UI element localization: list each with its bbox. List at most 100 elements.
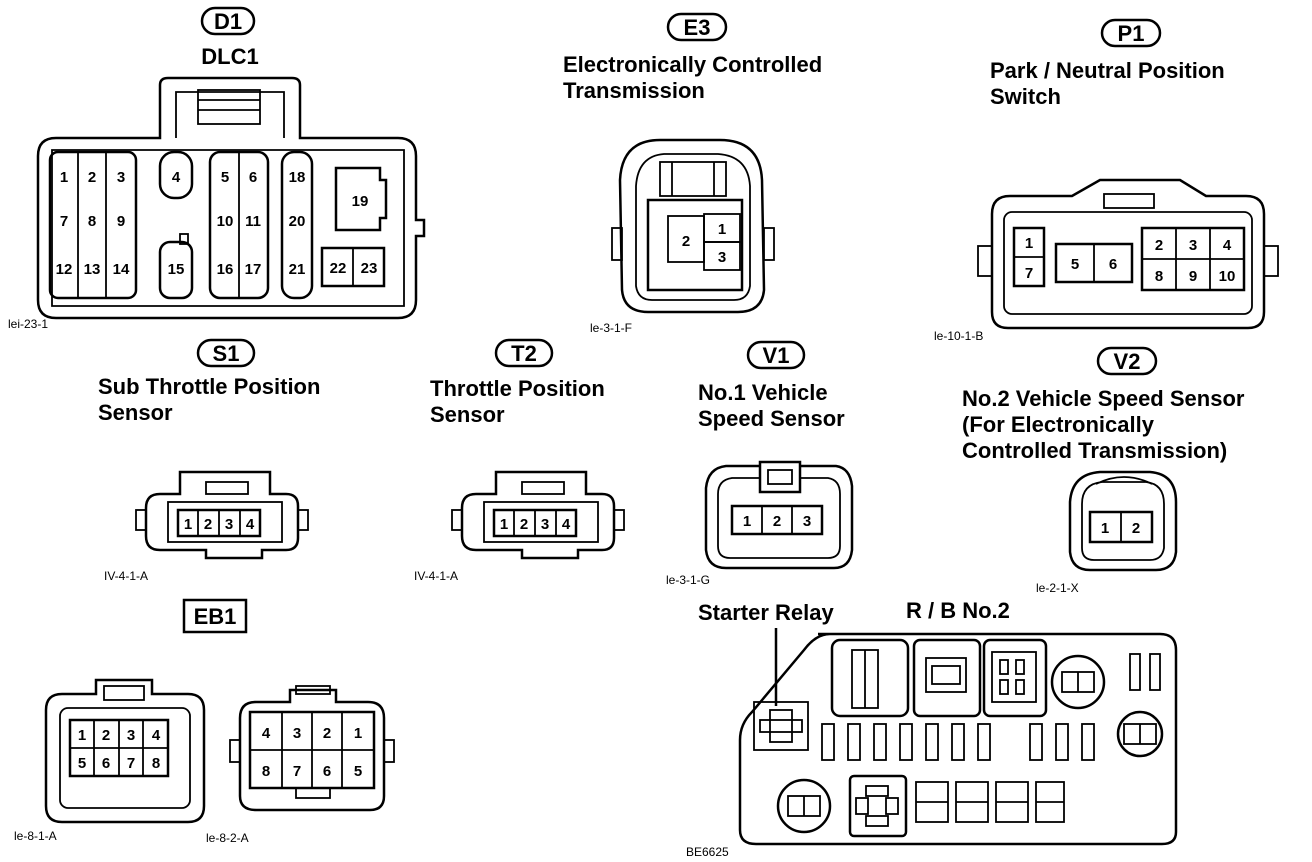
d1-pin: 18 (289, 169, 306, 186)
s1-housing (144, 470, 300, 560)
p1-pin: 3 (1189, 237, 1197, 254)
v2-housing (1068, 470, 1178, 572)
d1-pin: 8 (88, 213, 96, 230)
s1-pin: 4 (246, 516, 255, 533)
v1-code: le-3-1-G (666, 573, 710, 587)
d1-pin-19-cell (334, 166, 388, 232)
p1-pin: 5 (1071, 256, 1079, 273)
v1-pin: 1 (743, 513, 751, 530)
v2-tag: V2 (1114, 349, 1141, 374)
p1-name-line2: Switch (990, 84, 1061, 109)
e3-name-line1: Electronically Controlled (563, 52, 822, 77)
s1-name-line2: Sensor (98, 400, 173, 425)
p1-pin: 7 (1025, 265, 1033, 282)
d1-latch-grip (197, 89, 261, 125)
relay-block-title: R / B No.2 (906, 598, 1010, 623)
connector-d1: D1 DLC1 1 2 3 4 5 6 18 19 7 (8, 6, 426, 331)
eb1-left-pin: 4 (152, 727, 161, 744)
s1-tag-outline (196, 338, 256, 368)
t2-tag: T2 (511, 341, 537, 366)
connector-s1: S1 Sub Throttle Position Sensor 1 2 3 4 … (98, 338, 320, 583)
t2-pin: 1 (500, 516, 508, 533)
d1-pin: 21 (289, 261, 306, 278)
t2-pin: 3 (541, 516, 549, 533)
d1-inner-frame (51, 149, 405, 307)
d1-pin-block-c (280, 150, 314, 300)
e3-inner-frame (635, 153, 751, 301)
t2-tag-outline (494, 338, 554, 368)
eb1-left-pin: 2 (102, 727, 110, 744)
p1-code: le-10-1-B (934, 329, 983, 343)
eb1-left-pin: 8 (152, 755, 160, 772)
v2-name-line3: Controlled Transmission) (962, 438, 1227, 463)
e3-pin-face (646, 198, 744, 292)
p1-housing (990, 178, 1266, 330)
starter-relay-label: Starter Relay (698, 600, 835, 625)
eb1-left-pin: 7 (127, 755, 135, 772)
s1-pin: 2 (204, 516, 212, 533)
t2-name-line1: Throttle Position (430, 376, 605, 401)
p1-pin: 6 (1109, 256, 1117, 273)
d1-pin: 19 (352, 193, 369, 210)
t2-pin: 2 (520, 516, 528, 533)
d1-latch (175, 91, 285, 138)
eb1-right-housing (238, 688, 386, 812)
d1-code: lei-23-1 (8, 317, 48, 331)
d1-pin: 4 (172, 169, 181, 186)
p1-pin: 1 (1025, 235, 1033, 252)
e3-tag: E3 (684, 15, 711, 40)
d1-pin: 6 (249, 169, 257, 186)
v2-code: le-2-1-X (1036, 581, 1079, 595)
d1-pin: 11 (245, 213, 261, 230)
t2-code: IV-4-1-A (414, 569, 458, 583)
d1-pin: 10 (217, 213, 234, 230)
d1-pin: 1 (60, 169, 68, 186)
s1-tag: S1 (213, 341, 240, 366)
d1-pin: 23 (361, 260, 378, 277)
p1-tag: P1 (1118, 21, 1145, 46)
v2-pin: 1 (1101, 520, 1109, 537)
t2-name-line2: Sensor (430, 402, 505, 427)
t2-housing (460, 470, 616, 560)
e3-tag-outline (666, 12, 728, 42)
s1-code: IV-4-1-A (104, 569, 148, 583)
eb1-right-code: le-8-2-A (206, 831, 249, 845)
eb1-right-pin: 3 (293, 725, 301, 742)
e3-code: le-3-1-F (590, 321, 632, 335)
starter-relay-socket (753, 701, 809, 751)
d1-pin-block-a (48, 150, 138, 300)
relay-block-code: BE6625 (686, 845, 729, 859)
eb1-left-housing (44, 678, 206, 824)
d1-pin: 22 (330, 260, 347, 277)
connector-p1: P1 Park / Neutral Position Switch 1 7 5 … (934, 18, 1279, 343)
d1-pin: 20 (289, 213, 306, 230)
t2-pin: 4 (562, 516, 571, 533)
eb1-left-code: le-8-1-A (14, 829, 57, 843)
p1-pin: 2 (1155, 237, 1163, 254)
connector-v1: V1 No.1 Vehicle Speed Sensor 1 2 3 le-3-… (666, 340, 854, 587)
eb1-right-pin: 5 (354, 763, 362, 780)
p1-pin: 10 (1219, 268, 1236, 285)
eb1-right-pin: 7 (293, 763, 301, 780)
v2-name-line2: (For Electronically (962, 412, 1155, 437)
d1-pin-4-cell (158, 150, 194, 200)
e3-pin: 2 (682, 233, 690, 250)
p1-tag-outline (1100, 18, 1162, 48)
e3-pin: 1 (718, 221, 726, 238)
d1-pin: 2 (88, 169, 96, 186)
eb1-left-pin: 6 (102, 755, 110, 772)
e3-housing (618, 138, 766, 314)
eb1-tag: EB1 (194, 604, 237, 629)
connector-e3: E3 Electronically Controlled Transmissio… (563, 12, 822, 335)
p1-pin: 8 (1155, 268, 1163, 285)
d1-pin: 17 (245, 261, 262, 278)
d1-pin-15-cell (158, 240, 194, 300)
connector-t2: T2 Throttle Position Sensor 1 2 3 4 IV-4… (414, 338, 625, 583)
s1-pin: 3 (225, 516, 233, 533)
v2-tag-outline (1096, 346, 1158, 376)
eb1-left-pin: 5 (78, 755, 86, 772)
e3-name-line2: Transmission (563, 78, 705, 103)
v1-tag: V1 (763, 343, 790, 368)
eb1-right-pin: 2 (323, 725, 331, 742)
d1-pin: 14 (113, 261, 130, 278)
